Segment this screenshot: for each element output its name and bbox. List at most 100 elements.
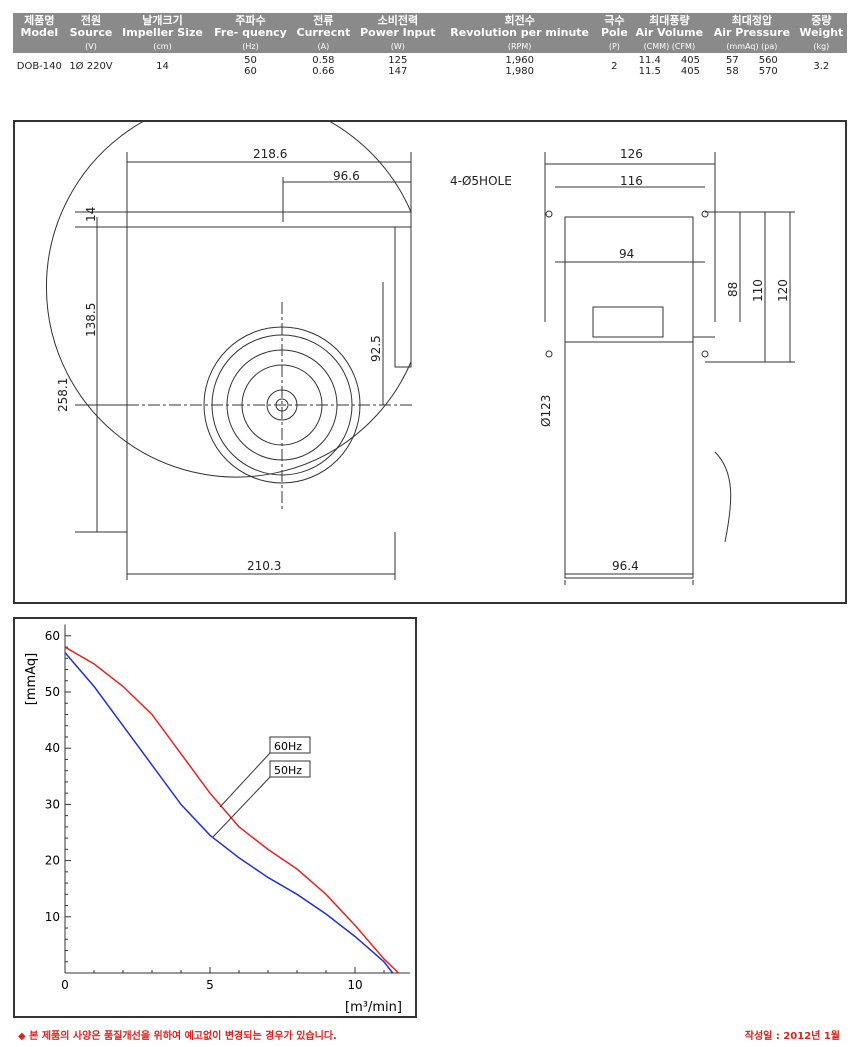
header-unit: (RPM): [507, 42, 532, 51]
rpm-60: 1,980: [505, 66, 534, 77]
dim-138-5: 138.5: [84, 303, 98, 337]
header-unit: (A): [317, 42, 330, 51]
cfm-50: 405: [680, 55, 700, 66]
header-unit: (mmAq) (pa): [726, 42, 778, 51]
x-tick-label: 5: [206, 978, 214, 992]
legend-50hz: 50Hz: [274, 764, 302, 777]
drawing-frame: 218.6 96.6 14 138.5 92.5 258.1 210.3 126…: [13, 96, 847, 604]
footer-note: ◆ 본 제품의 사양은 품질개선을 위하여 예고없이 변경되는 경우가 있습니다…: [18, 1031, 337, 1042]
dim-96-4: 96.4: [612, 559, 639, 573]
y-axis-label: [mmAq]: [24, 653, 39, 705]
current-60: 0.66: [312, 66, 335, 77]
freq-60: 60: [244, 66, 257, 77]
header-en: Weight: [799, 26, 844, 39]
dim-holes: 4-Ø5HOLE: [450, 174, 512, 188]
dim-218-6: 218.6: [253, 147, 287, 161]
header-en: Power Input: [360, 26, 436, 39]
x-tick-label: 10: [347, 978, 362, 992]
dim-110: 110: [751, 279, 765, 302]
series-line-50Hz: [64, 652, 394, 974]
dim-120: 120: [776, 279, 790, 302]
pa-50: 560: [758, 55, 778, 66]
cfm-60: 405: [680, 66, 700, 77]
mmaq-50: 57: [725, 55, 739, 66]
dim-210-3: 210.3: [247, 559, 281, 573]
dim-92-5: 92.5: [369, 335, 383, 362]
pa-60: 570: [758, 66, 778, 77]
header-en: Revolution per minute: [450, 26, 589, 39]
header-ko: 중량: [811, 14, 832, 27]
header-en: Currecnt: [296, 26, 351, 39]
dim-14: 14: [84, 207, 98, 222]
dim-96-6: 96.6: [333, 169, 360, 183]
dimension-drawing: 218.6 96.6 14 138.5 92.5 258.1 210.3 126…: [46, 96, 795, 585]
header-unit: (W): [390, 42, 405, 51]
legend-box-50hz: [269, 760, 311, 778]
header-ko: 제품명: [24, 14, 55, 27]
mmaq-60: 58: [725, 66, 739, 77]
header-ko: 소비전력: [377, 14, 419, 27]
dim-258-1: 258.1: [56, 378, 70, 412]
x-axis-label: [m³/min]: [345, 1000, 402, 1015]
dim-116: 116: [620, 174, 643, 188]
leader-60hz: [219, 752, 271, 808]
cmm-60: 11.5: [638, 66, 661, 77]
dim-126: 126: [620, 147, 643, 161]
weight: 3.2: [813, 60, 830, 72]
header-ko: 주파수: [235, 14, 266, 27]
y-tick-label: 50: [45, 685, 60, 699]
impeller-size: 14: [156, 60, 169, 72]
header-ko: 최대풍량: [649, 14, 690, 27]
header-ko: 최대정압: [731, 14, 773, 27]
dim-123: Ø123: [539, 395, 553, 427]
header-ko: 전류: [313, 14, 334, 27]
cmm-50: 11.4: [638, 55, 661, 66]
leader-50hz: [212, 776, 271, 838]
header-ko: 회전수: [504, 14, 535, 27]
power-60: 147: [388, 66, 408, 77]
footer-date: 작성일 : 2012년 1월: [744, 1031, 840, 1042]
pole: 2: [611, 60, 618, 72]
header-unit: (kg): [813, 42, 830, 51]
header-ko: 날개크기: [142, 14, 183, 27]
header-en: Source: [69, 26, 113, 39]
power-50: 125: [388, 55, 408, 66]
header-en: Model: [20, 26, 59, 39]
x-tick-label: 0: [61, 978, 69, 992]
header-en: Fre- quency: [214, 26, 287, 39]
header-unit: (Hz): [242, 42, 259, 51]
legend-box-60hz: [269, 736, 311, 754]
model: DOB-140: [16, 60, 62, 72]
header-en: Pole: [600, 26, 628, 39]
series-line-60Hz: [64, 646, 400, 974]
header-en: Impeller Size: [122, 26, 203, 39]
side-mount: [564, 216, 694, 343]
header-unit: (CMM) (CFM): [643, 42, 696, 51]
header-en: Air Volume: [635, 26, 704, 39]
source: 1Ø 220V: [69, 60, 113, 72]
rpm-50: 1,960: [505, 55, 534, 66]
side-body: [564, 341, 694, 579]
header-en: Air Pressure: [713, 26, 791, 39]
y-tick-label: 30: [45, 797, 60, 811]
header-ko: 극수: [604, 14, 625, 27]
y-tick-label: 40: [45, 741, 60, 755]
current-50: 0.58: [312, 55, 335, 66]
freq-50: 50: [244, 55, 257, 66]
header-unit: (P): [608, 42, 620, 51]
